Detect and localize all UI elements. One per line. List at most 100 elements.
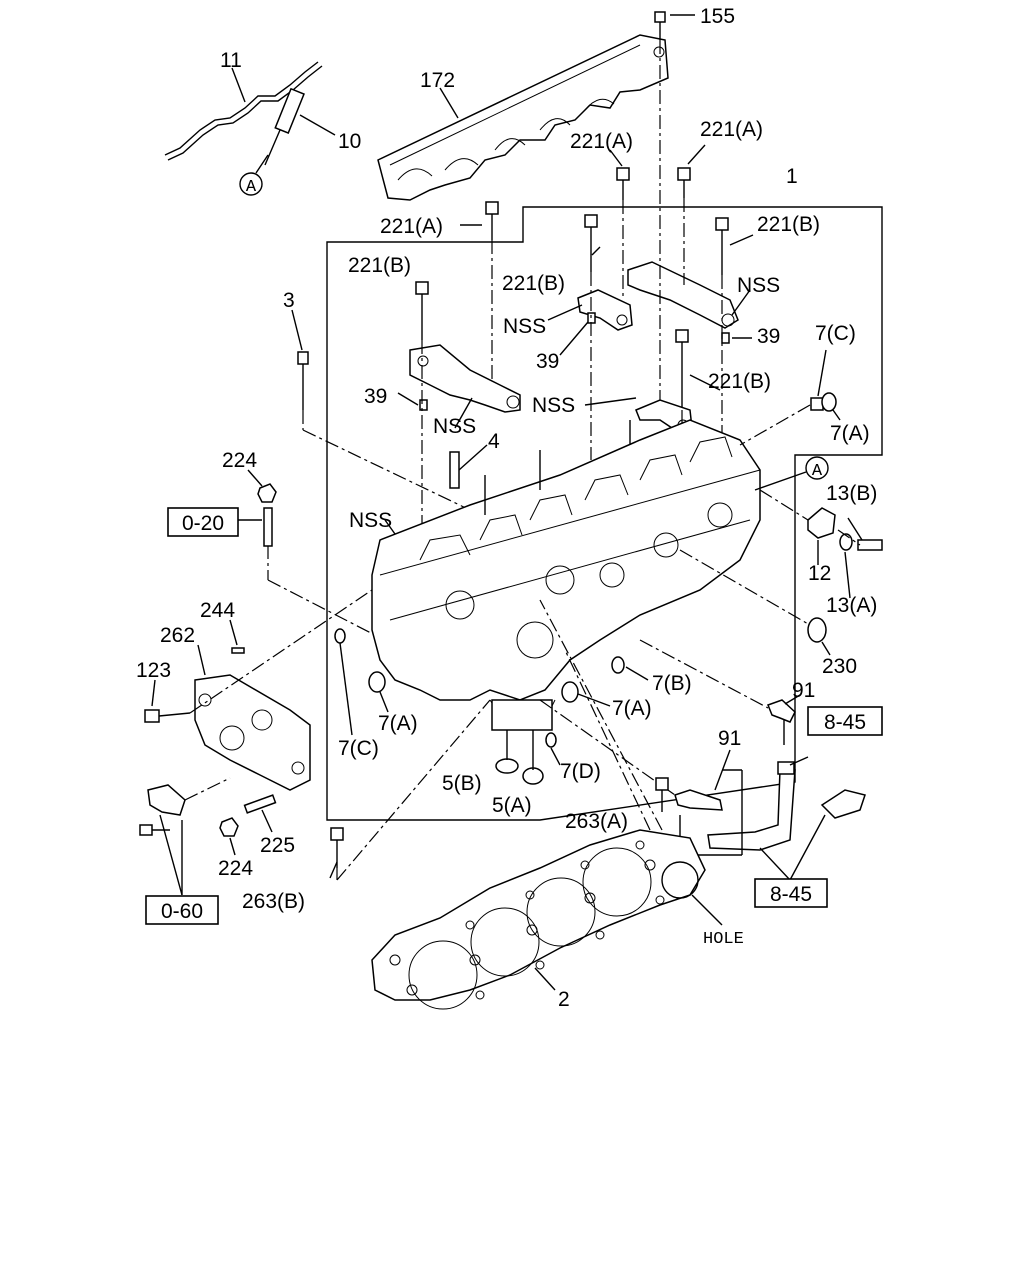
label-13B: 13(B) (826, 482, 877, 505)
label-13A: 13(A) (826, 594, 877, 617)
label-10: 10 (338, 130, 361, 153)
water-outlet-262 (194, 674, 311, 791)
dowel-39-left (419, 399, 428, 411)
label-224-upper: 224 (222, 449, 257, 472)
label-230: 230 (822, 655, 857, 678)
label-221A-right: 221(A) (700, 118, 763, 141)
cylinder-head (371, 419, 761, 731)
glow-plug-wiring-11 (164, 61, 323, 161)
label-7B: 7(B) (652, 672, 692, 695)
callout-circle-A-mid (805, 456, 829, 480)
bolt-3 (291, 309, 309, 410)
callout-circle-A-top (239, 172, 263, 196)
plug-230 (807, 617, 827, 643)
label-7A-lower-right: 7(A) (612, 697, 652, 720)
stud-4 (449, 444, 488, 489)
nut-224-upper (247, 469, 277, 503)
ref-box-0-60[interactable] (145, 895, 219, 925)
fitting-91-upper (767, 694, 801, 745)
label-1: 1 (786, 165, 798, 188)
bolt-0-60 (139, 824, 170, 836)
ref-text-0-20: 0-20 (182, 512, 224, 535)
label-263A: 263(A) (565, 810, 628, 833)
label-NSS-lower-mid: NSS (532, 394, 575, 417)
label-224-lower: 224 (218, 857, 253, 880)
label-NSS-left: NSS (433, 415, 476, 438)
label-39-left: 39 (364, 385, 387, 408)
hose-clamp (820, 789, 866, 819)
label-155: 155 (700, 5, 735, 28)
hole-detail-circle (661, 861, 699, 899)
sensor-12 (807, 507, 836, 539)
label-221B-lower: 221(B) (708, 370, 771, 393)
plug-7C-lower (334, 628, 346, 644)
label-2: 2 (558, 988, 570, 1011)
label-91-lower: 91 (718, 727, 741, 750)
label-5B: 5(B) (442, 772, 482, 795)
fitting-91-lower (674, 749, 731, 811)
label-262: 262 (160, 624, 195, 647)
label-39-mid: 39 (536, 350, 559, 373)
label-NSS-right: NSS (737, 274, 780, 297)
label-NSS-mid: NSS (503, 315, 546, 338)
pin-244 (231, 647, 245, 654)
plug-7A-lower-left (368, 671, 386, 693)
bolt-263B (329, 827, 344, 879)
label-221B-mid: 221(B) (502, 272, 565, 295)
label-39-right: 39 (757, 325, 780, 348)
stud-0-20 (263, 507, 273, 547)
label-7A-upper: 7(A) (830, 422, 870, 445)
plug-7D (545, 732, 557, 748)
label-7D: 7(D) (560, 760, 601, 783)
ref-box-8-45-upper[interactable] (807, 706, 883, 736)
seal-5B (495, 758, 519, 774)
washer-13A (839, 533, 853, 551)
label-3: 3 (283, 289, 295, 312)
label-A-top: A (246, 178, 257, 197)
ref-box-0-20[interactable] (167, 507, 239, 537)
label-7C-lower: 7(C) (338, 737, 379, 760)
dowel-39-right (721, 332, 730, 344)
bolt-123 (144, 679, 191, 723)
plug-7A-lower-right (561, 681, 579, 703)
label-123: 123 (136, 659, 171, 682)
head-gasket-2 (371, 829, 706, 1010)
label-263B: 263(B) (242, 890, 305, 913)
glow-plug-10 (264, 87, 336, 166)
bolt-263A (655, 777, 669, 812)
rocker-cover-172 (377, 34, 669, 201)
label-172: 172 (420, 69, 455, 92)
label-12: 12 (808, 562, 831, 585)
bolts-221B (415, 214, 729, 410)
assembly-frame (326, 206, 883, 821)
nut-224-lower (219, 817, 239, 856)
ref-text-8-45-upper: 8-45 (824, 711, 866, 734)
stud-225 (243, 794, 277, 833)
label-221A-mid: 221(A) (570, 130, 633, 153)
label-5A: 5(A) (492, 794, 532, 817)
label-NSS-head: NSS (349, 509, 392, 532)
label-HOLE: HOLE (703, 930, 744, 949)
label-221A-left: 221(A) (380, 215, 443, 238)
label-244: 244 (200, 599, 235, 622)
label-11: 11 (220, 49, 242, 72)
label-221B-right: 221(B) (757, 213, 820, 236)
plug-7C-upper (810, 397, 824, 411)
ref-box-8-45-lower[interactable] (754, 878, 828, 908)
label-91-upper: 91 (792, 679, 815, 702)
bolts-221A (485, 167, 691, 240)
bolt-13B (857, 539, 883, 551)
label-4: 4 (488, 430, 500, 453)
bearing-cap-left (409, 344, 521, 413)
ref-text-0-60: 0-60 (161, 900, 203, 923)
label-7A-lower-left: 7(A) (378, 712, 418, 735)
label-7C-upper: 7(C) (815, 322, 856, 345)
plug-7A-upper (821, 392, 837, 412)
plug-7B (611, 656, 625, 674)
label-A-mid: A (812, 462, 823, 481)
seal-5A (522, 767, 544, 785)
ref-text-8-45-lower: 8-45 (770, 883, 812, 906)
label-225: 225 (260, 834, 295, 857)
